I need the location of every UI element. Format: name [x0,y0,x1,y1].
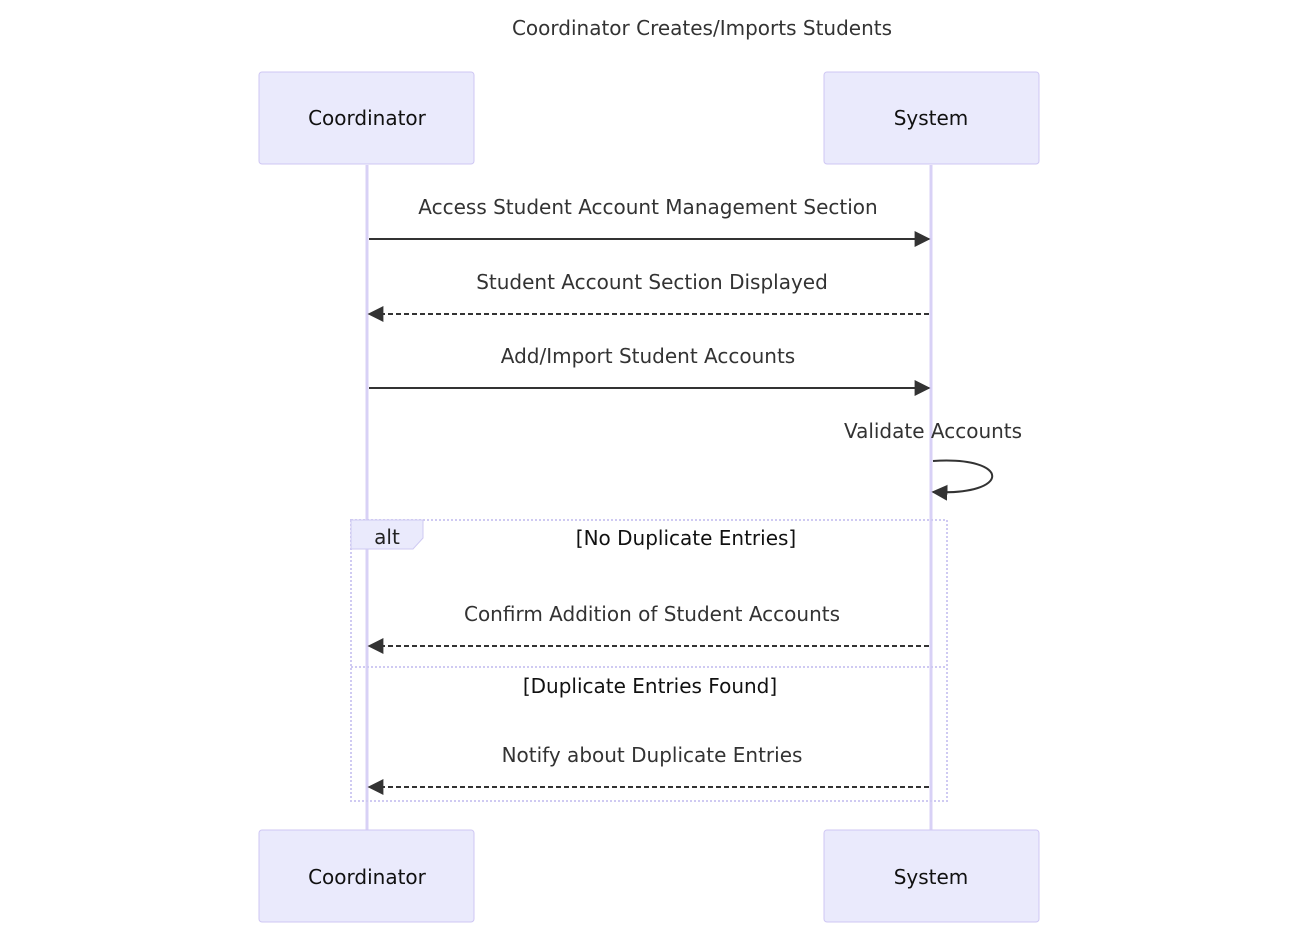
alt-label: alt [374,525,400,549]
message-validate: Validate Accounts [844,419,1022,501]
coordinator-actor-top: Coordinator [258,71,475,165]
system-actor-top: System [823,71,1040,165]
message-add-import-label: Add/Import Student Accounts [501,344,795,368]
alt-label-tab [350,519,424,550]
alt-frame-border [350,519,948,802]
system-actor-top-label: System [894,106,969,130]
message-validate-label: Validate Accounts [844,419,1022,443]
system-actor-bottom-label: System [894,865,969,889]
message-confirm-addition-label: Confirm Addition of Student Accounts [464,602,840,626]
coordinator-actor-top-label: Coordinator [308,106,427,130]
message-confirm-addition: Confirm Addition of Student Accounts [367,602,929,654]
message-notify-duplicates: Notify about Duplicate Entries [367,743,929,795]
message-section-displayed-label: Student Account Section Displayed [476,270,828,294]
alt-frame: alt [350,519,948,802]
system-actor-bottom: System [823,829,1040,923]
coordinator-actor-bottom-label: Coordinator [308,865,427,889]
message-validate-arrow [931,459,993,501]
message-section-displayed: Student Account Section Displayed [367,270,929,322]
diagram-title: Coordinator Creates/Imports Students [512,16,892,40]
alt-condition-no-duplicates: [No Duplicate Entries] [576,526,796,550]
message-access-section: Access Student Account Management Sectio… [369,195,931,247]
alt-condition-duplicates-found: [Duplicate Entries Found] [523,674,777,698]
message-access-section-label: Access Student Account Management Sectio… [418,195,877,219]
coordinator-actor-bottom: Coordinator [258,829,475,923]
message-add-import: Add/Import Student Accounts [369,344,931,396]
message-notify-duplicates-label: Notify about Duplicate Entries [502,743,803,767]
